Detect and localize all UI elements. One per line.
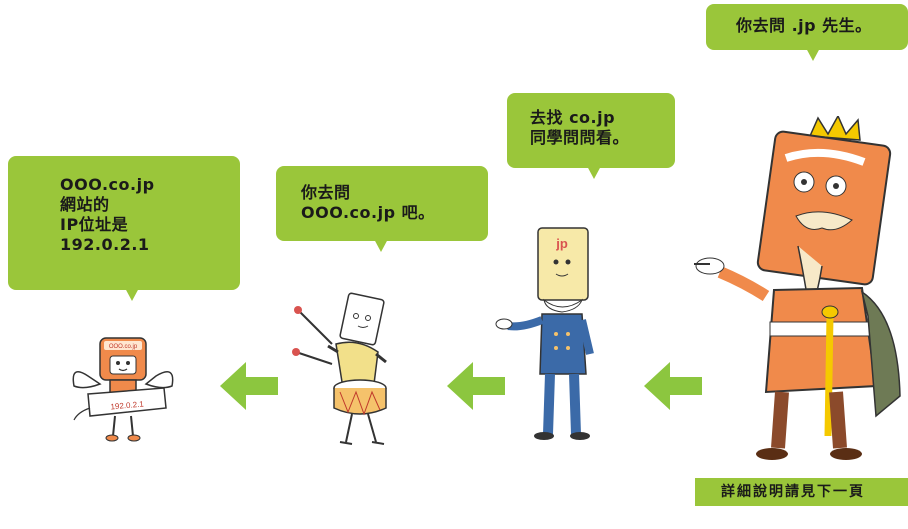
arrow-left-icon [644, 362, 702, 410]
king-speech-bubble: 你去問 .jp 先生。 [706, 4, 908, 50]
cojp-speech-line2: OOO.co.jp 吧。 [301, 203, 435, 222]
jp-bubble-tail [587, 166, 601, 179]
king-speech-text: 你去問 .jp 先生。 [736, 16, 872, 35]
jp-speech-bubble: 去找 co.jp 同學問問看。 [507, 93, 675, 168]
arrow-left-icon [220, 362, 278, 410]
arrow-left-icon [447, 362, 505, 410]
king-jp-character [694, 116, 901, 460]
site-speech-bubble: OOO.co.jp 網站的 IP位址是 192.0.2.1 [8, 156, 240, 290]
site-bubble-tail [125, 288, 139, 301]
jp-speech-line2: 同學問問看。 [530, 128, 630, 147]
cojp-speech-line1: 你去問 [301, 183, 351, 202]
site-speech-line2: 網站的 [60, 195, 110, 214]
cojp-speech-bubble: 你去問 OOO.co.jp 吧。 [276, 166, 488, 241]
cojp-bubble-tail [374, 239, 388, 252]
cojp-drummer-character [292, 292, 387, 445]
ip-tag-text: 192.0.2.1 [110, 400, 145, 412]
next-page-note: 詳細說明請見下一頁 [695, 478, 908, 506]
website-angel-character: OOO.co.jp 192.0.2.1 [72, 337, 174, 442]
site-speech-line3: IP位址是 [60, 215, 129, 234]
jp-book-text: jp [555, 236, 568, 251]
king-bubble-tail [806, 48, 820, 61]
site-speech-line4: 192.0.2.1 [60, 235, 150, 254]
jp-speech-line1: 去找 co.jp [530, 108, 616, 127]
site-sign-text: OOO.co.jp [109, 344, 138, 350]
site-speech-line1: OOO.co.jp [60, 175, 155, 194]
jp-book-character: jp [495, 227, 594, 440]
